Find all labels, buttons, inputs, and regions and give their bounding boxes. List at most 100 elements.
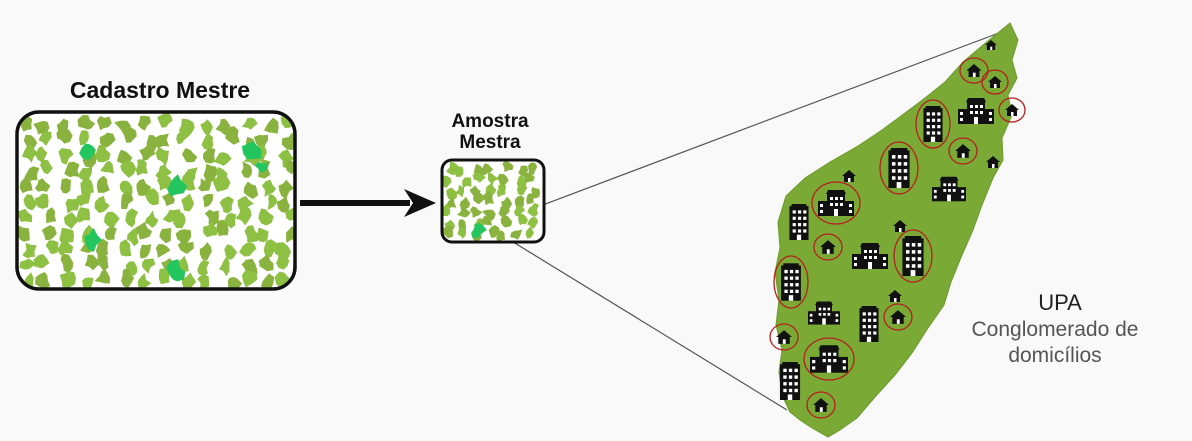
tract-shape-icon: [104, 226, 117, 240]
tract-shape-icon: [59, 271, 76, 288]
selection-circle: [811, 181, 861, 225]
tract-shape-icon: [516, 181, 528, 196]
tract-shape-icon: [155, 244, 171, 258]
tract-shape-icon: [482, 163, 494, 175]
cadastro-tracts: [17, 112, 295, 289]
selection-circle: [948, 137, 978, 165]
tract-shape-icon: [204, 209, 219, 226]
tract-shape-icon: [64, 161, 80, 178]
tract-shape-icon: [496, 185, 507, 198]
tract-shape-icon: [473, 191, 486, 205]
tract-shape-icon: [80, 177, 94, 196]
tract-shape-icon: [235, 204, 252, 226]
tract-shape-icon: [137, 272, 152, 289]
tract-shape-icon: [56, 127, 73, 144]
upa-description-line1: Conglomerado de: [971, 318, 1139, 341]
tract-shape-icon: [197, 274, 210, 289]
tract-shape-icon: [498, 206, 510, 219]
tract-shape-icon: [219, 196, 234, 214]
tract-shape-icon: [17, 208, 33, 223]
cadastro-mestre-frame: [15, 110, 297, 291]
tract-shape-icon: [212, 175, 231, 192]
tract-shape-icon: [175, 229, 192, 246]
tract-shape-icon: [96, 175, 110, 193]
tract-shape-icon: [145, 188, 159, 206]
tract-shape-icon: [17, 225, 30, 242]
tract-shape-icon: [469, 206, 483, 218]
tract-shape-icon: [200, 119, 213, 138]
tract-shape-icon: [502, 160, 514, 173]
selection-circle: [769, 323, 799, 351]
tract-shape-icon: [286, 226, 295, 243]
tract-shape-icon: [60, 178, 71, 194]
office-building-icon: [859, 306, 879, 342]
tract-shape-icon: [145, 210, 159, 228]
tract-shape-icon: [482, 191, 494, 206]
tract-shape-icon: [41, 225, 57, 241]
tract-shape-icon: [239, 242, 257, 257]
selection-circle: [803, 337, 855, 381]
upa-description-line2: domicílios: [1008, 344, 1102, 368]
amostra-mestra-frame: [440, 158, 546, 244]
selection-circle: [893, 229, 933, 283]
tract-shape-icon: [125, 208, 138, 228]
tract-shape-icon: [253, 134, 268, 150]
upa-region: [769, 22, 1026, 438]
tract-shape-icon: [447, 196, 457, 209]
selection-circle: [806, 391, 836, 419]
tract-shape-icon: [518, 165, 529, 177]
tract-shape-icon: [241, 117, 258, 130]
tract-shape-icon: [514, 195, 525, 208]
tract-shape-icon: [59, 227, 74, 245]
tract-shape-icon: [481, 209, 496, 222]
tract-shape-icon: [257, 227, 269, 243]
tract-shape-icon: [155, 147, 169, 167]
tract-shape-icon: [202, 193, 213, 208]
selection-circle: [959, 57, 989, 84]
tract-shape-icon: [19, 258, 36, 270]
tract-shape-icon: [198, 178, 212, 192]
tract-shape-icon: [154, 133, 170, 149]
tract-shape-icon: [513, 205, 525, 217]
tract-shape-icon: [173, 212, 186, 229]
tract-shape-icon: [35, 272, 51, 288]
tract-shape-icon: [119, 239, 132, 257]
tract-shape-icon: [272, 242, 292, 262]
tract-shape-icon: [159, 228, 172, 244]
tract-shape-icon: [57, 241, 74, 256]
tract-shape-icon: [22, 144, 39, 163]
office-building-icon: [781, 263, 801, 301]
tract-shape-icon: [40, 159, 53, 175]
tract-shape-icon: [95, 252, 109, 271]
tract-shape-icon: [462, 177, 472, 188]
tract-shape-icon: [442, 225, 453, 239]
tract-shape-icon: [34, 178, 51, 192]
tract-shape-icon: [84, 254, 101, 271]
amostra-title-line2: Mestra: [459, 131, 521, 153]
selection-circle: [773, 255, 809, 309]
tract-shape-icon: [60, 253, 74, 273]
tract-shape-icon: [527, 202, 540, 218]
selection-circle: [998, 97, 1026, 123]
tract-shape-icon: [202, 147, 216, 164]
tract-shape-icon: [197, 259, 210, 276]
tract-shape-icon: [276, 195, 290, 213]
tract-shape-icon: [482, 215, 493, 226]
selected-tract-icon: [167, 174, 188, 197]
selected-tract-icon: [79, 143, 96, 160]
selected-tract-icon: [471, 222, 487, 239]
tract-shape-icon: [146, 135, 161, 152]
tract-shape-icon: [276, 254, 290, 270]
tract-shape-icon: [457, 227, 467, 239]
selection-circle: [813, 233, 843, 261]
office-building-icon: [789, 204, 809, 240]
office-building-icon: [779, 362, 801, 400]
tract-shape-icon: [442, 175, 452, 188]
tract-shape-icon: [472, 172, 486, 183]
tract-shape-icon: [65, 198, 79, 214]
tract-shape-icon: [24, 166, 40, 182]
amostra-tracts: [442, 160, 541, 242]
tract-shape-icon: [523, 172, 535, 183]
selection-circle: [883, 303, 913, 331]
